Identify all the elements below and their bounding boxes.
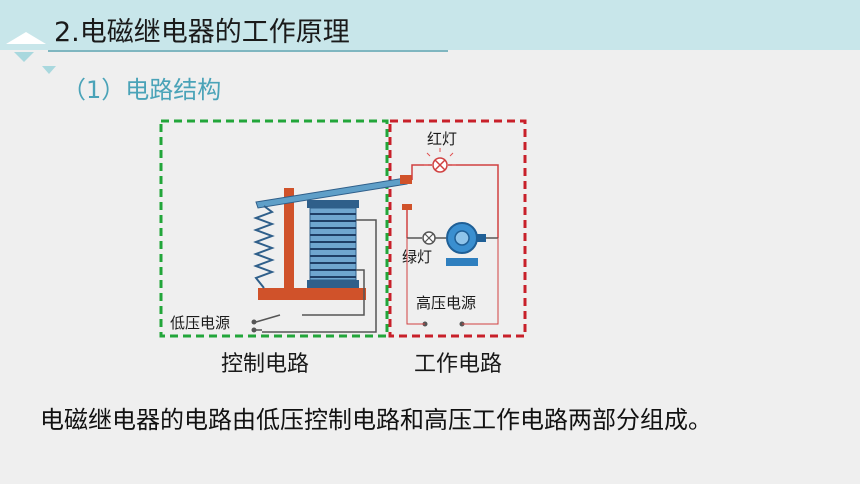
control-wire — [262, 219, 377, 333]
green-lamp-icon — [422, 231, 436, 245]
spring — [253, 205, 275, 289]
coil-bottom — [307, 280, 359, 288]
green-lamp-label: 绿灯 — [402, 248, 432, 266]
working-circuit-caption: 工作电路 — [414, 352, 503, 377]
red-lamp-wire — [411, 164, 432, 180]
low-voltage-switch — [255, 314, 281, 323]
relay-post — [284, 188, 294, 288]
red-lamp-wire-2 — [448, 164, 499, 238]
upper-contact — [400, 175, 412, 184]
relay-base — [258, 288, 366, 300]
header-underline — [48, 50, 448, 52]
low-voltage-terminal — [251, 319, 257, 325]
control-circuit-caption: 控制电路 — [221, 352, 310, 377]
coil-windings — [310, 213, 356, 278]
lower-contact — [402, 204, 412, 210]
red-lamp-label: 红灯 — [427, 130, 457, 148]
relay-circuit-diagram: 红灯 绿灯 高压电源 低压电源 — [159, 119, 527, 338]
coil-top — [307, 200, 359, 208]
page-title: 2.电磁继电器的工作原理 — [54, 17, 350, 48]
red-lamp-icon — [424, 148, 456, 173]
decorative-arrows — [6, 32, 56, 74]
low-voltage-terminal-2 — [251, 327, 257, 333]
low-voltage-source-label: 低压电源 — [170, 314, 230, 332]
motor-icon — [446, 222, 486, 266]
high-voltage-source-label: 高压电源 — [416, 294, 476, 312]
section-subtitle: （1）电路结构 — [62, 76, 222, 104]
control-wire-2 — [302, 269, 365, 316]
control-circuit-box — [159, 119, 389, 338]
header-bar — [0, 0, 860, 50]
summary-text: 电磁继电器的电路由低压控制电路和高压工作电路两部分组成。 — [40, 406, 712, 434]
working-circuit-box — [388, 119, 527, 338]
